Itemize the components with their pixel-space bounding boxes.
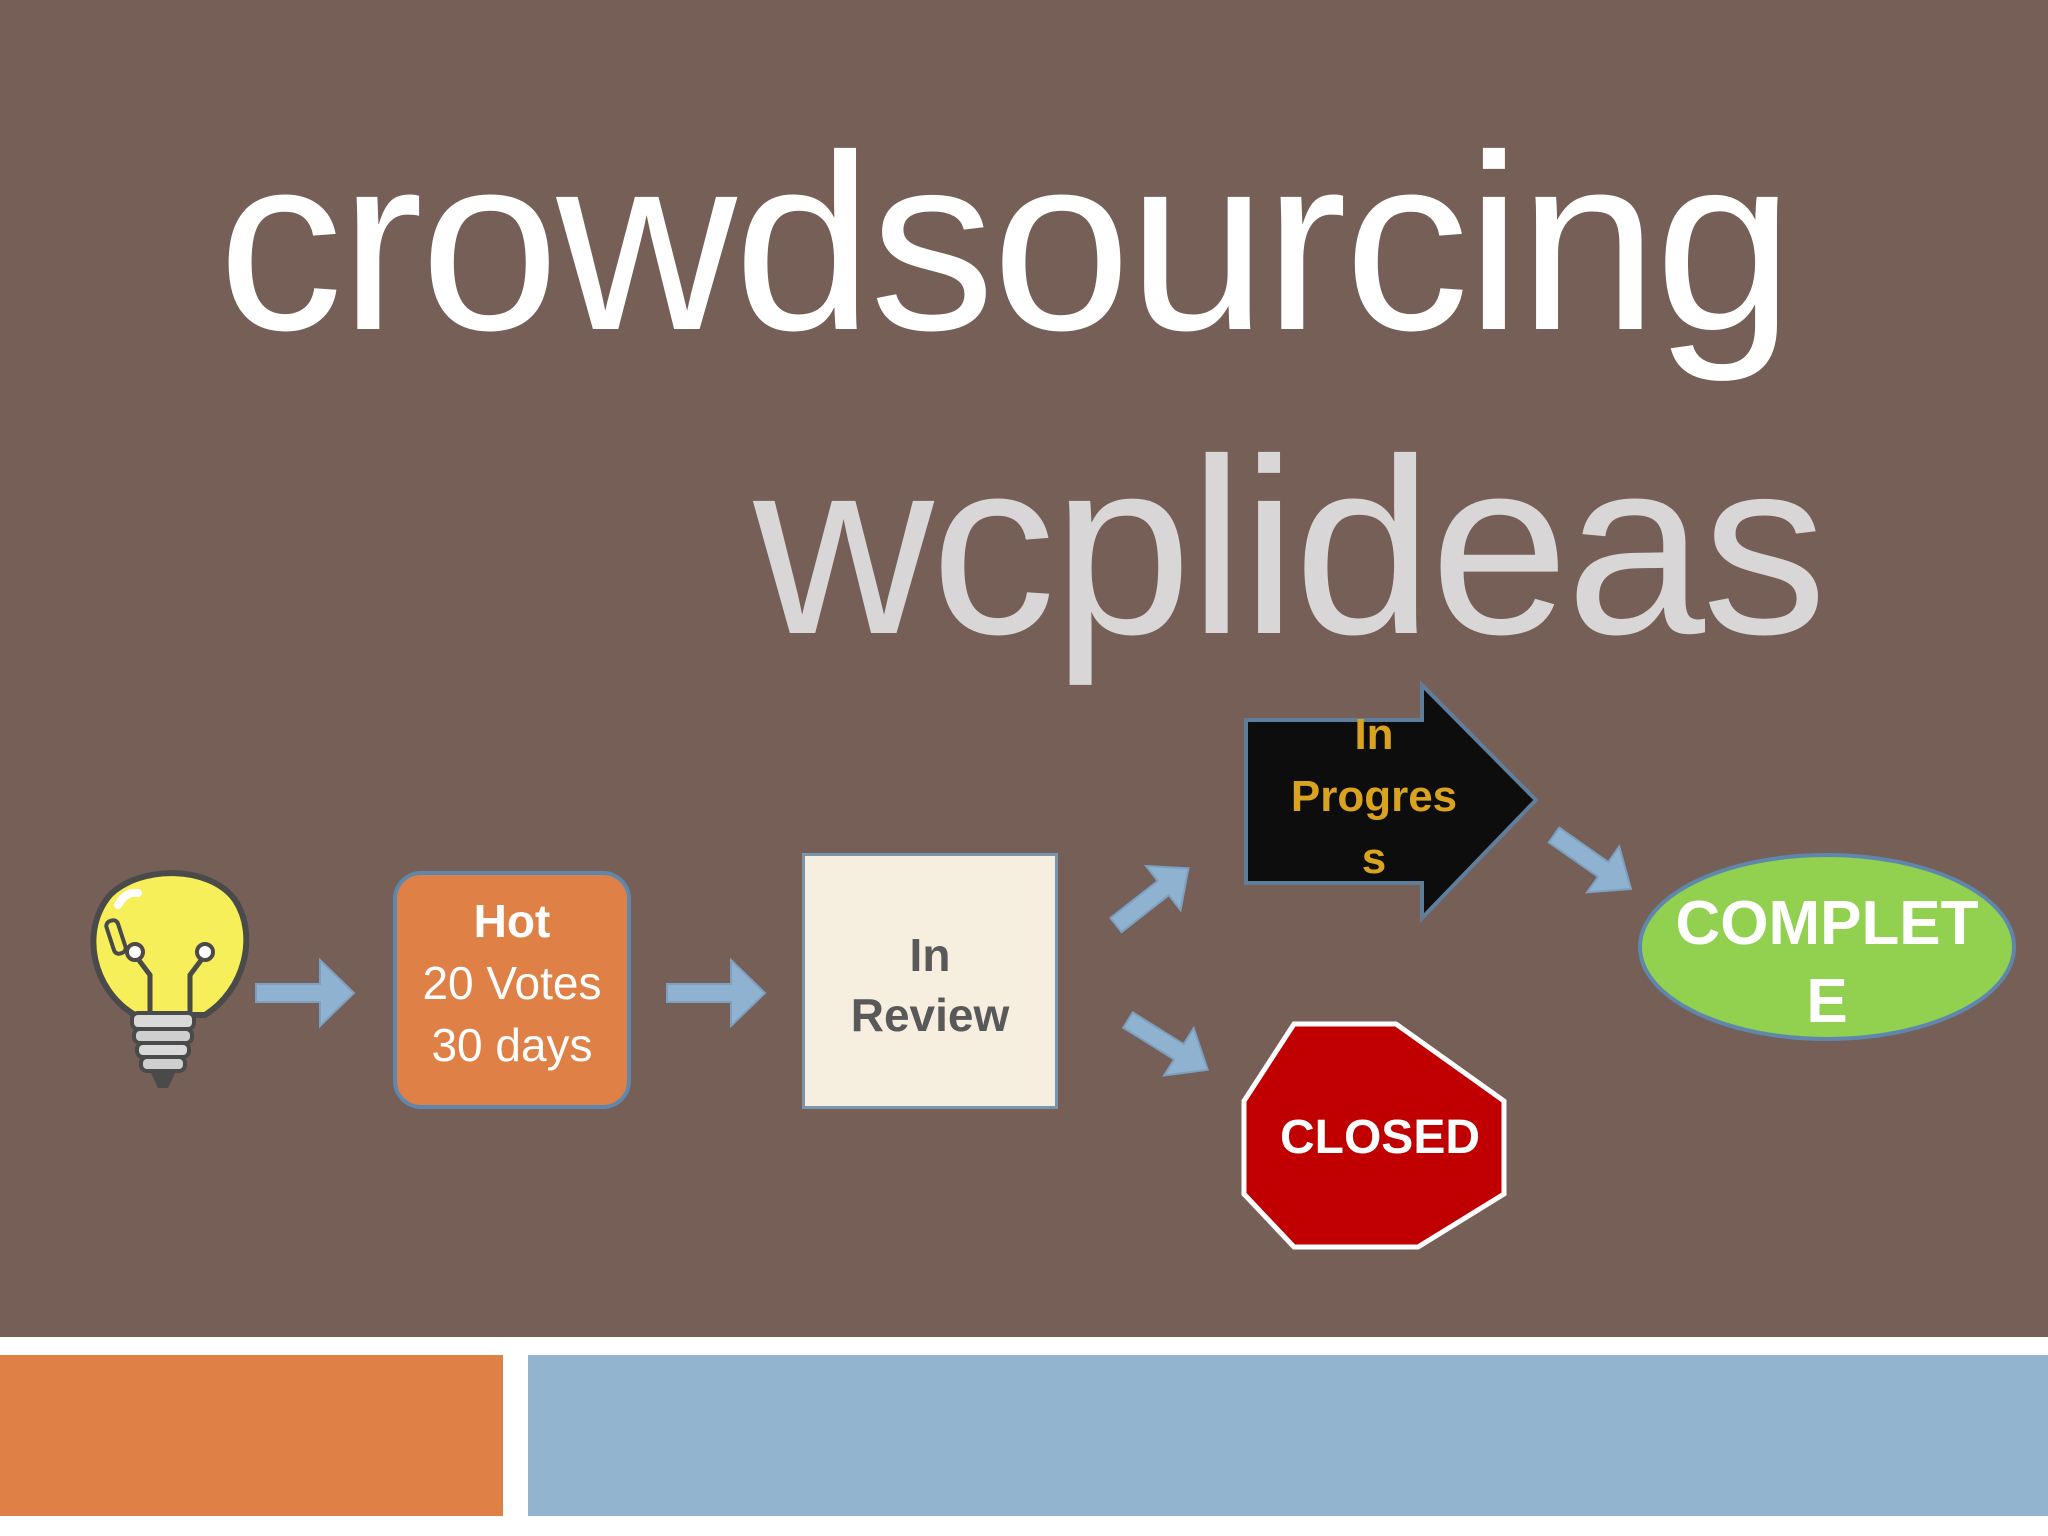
- arrow-review-to-progress: [1109, 864, 1190, 934]
- closed-label: CLOSED: [1279, 1111, 1480, 1164]
- footer-bar-blue: [528, 1355, 2048, 1516]
- progress-label-line-2: Progres: [1290, 772, 1458, 821]
- in-review-box: [802, 853, 1058, 1109]
- complete-label-line-1: COMPLET: [1675, 889, 1979, 958]
- hot-votes: 20 Votes: [422, 957, 602, 1009]
- arrow-idea-to-hot: [255, 957, 356, 1029]
- progress-label-line-1: In: [1354, 710, 1394, 759]
- slide-background: [0, 0, 2048, 1337]
- complete-label-line-2: E: [1806, 967, 1848, 1036]
- hot-days: 30 days: [431, 1019, 593, 1071]
- lightbulb-icon: [90, 870, 250, 1088]
- progress-label-line-3: s: [1361, 834, 1387, 883]
- complete-ellipse: [1638, 853, 2016, 1041]
- hot-title: Hot: [473, 895, 551, 947]
- review-label-line-2: Review: [850, 989, 1010, 1041]
- arrow-review-to-closed: [1121, 1010, 1210, 1077]
- slide-title-line-1: crowdsourcing: [218, 103, 1794, 382]
- hot-status-box: [393, 871, 631, 1109]
- slide-title-line-2: wcplideas: [753, 407, 1827, 686]
- closed-stop-sign: [1241, 1021, 1507, 1250]
- in-progress-block-arrow: [1244, 680, 1539, 923]
- review-label-line-1: In: [909, 929, 951, 981]
- arrow-hot-to-review: [666, 957, 767, 1029]
- arrow-progress-to-complete: [1547, 826, 1633, 894]
- footer-bar-orange: [0, 1355, 503, 1516]
